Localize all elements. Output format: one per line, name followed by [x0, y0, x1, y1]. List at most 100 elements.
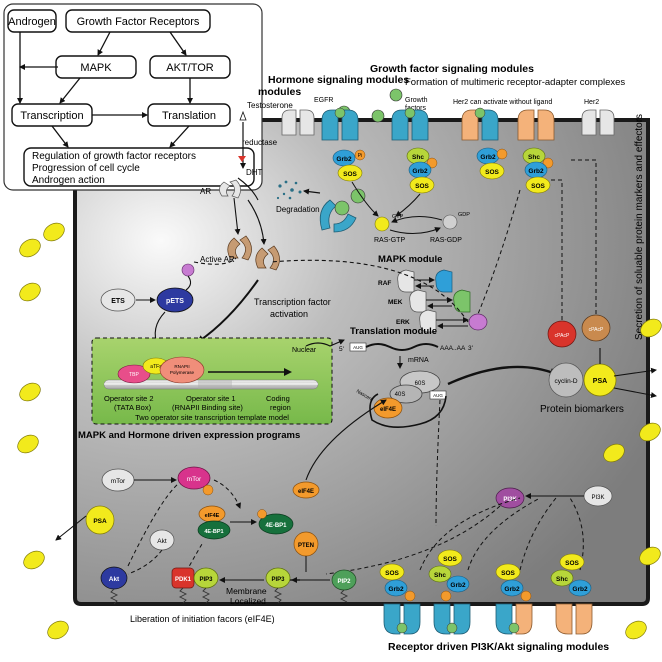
coding-label: Coding — [266, 394, 290, 403]
protein-biomarkers-label: Protein biomarkers — [540, 404, 624, 415]
ar-arrows — [233, 177, 267, 245]
aug-label: AUG — [353, 345, 363, 350]
shc-label: Shc — [412, 154, 424, 161]
cyclin-d-label: cyclin-D — [554, 378, 577, 385]
atfs-label: aTFs — [150, 364, 162, 370]
adaptor-complex-1: Grb2 Pi SOS — [332, 149, 366, 182]
mtor-label-2: mTor — [187, 476, 202, 483]
shc-bottom-2: Shc — [434, 572, 446, 579]
egfr-receptor-inactive — [281, 109, 315, 136]
eif4e-free: eIF4E — [292, 481, 320, 499]
sos-bottom-1: SOS — [385, 570, 399, 577]
mapk-module-label: MAPK module — [378, 254, 442, 265]
inset-outcome-1: Regulation of growth factor receptors — [32, 151, 196, 162]
egfr-receptor-active-1 — [321, 107, 359, 141]
bp1-bound-label: 4E-BP1 — [204, 529, 223, 535]
bottom-receptor-1 — [383, 603, 421, 635]
pets-label: pETS — [166, 298, 184, 305]
growth-factors-label: Growth — [405, 97, 428, 104]
inset-androgen: Androgen — [8, 16, 56, 28]
ribosome-40s-label: 40S — [395, 392, 406, 398]
bottom-receptor-3 — [495, 603, 533, 635]
active-ar-1: Active AR — [200, 235, 252, 264]
grb2-bottom-1: Grb2 — [388, 586, 404, 593]
grb2-bottom-3: Grb2 — [504, 586, 520, 593]
sos-label-4: SOS — [531, 183, 545, 190]
ets: ETS — [100, 288, 136, 312]
ets-label: ETS — [111, 298, 125, 305]
bp1-free-label: 4E-BP1 — [265, 523, 287, 529]
androgen-receptor: AR — [200, 179, 241, 199]
pten: PTEN — [293, 531, 319, 557]
egfr-receptor-active-2 — [391, 107, 429, 141]
psa-label-2: PSA — [93, 518, 107, 525]
dht: DHT — [238, 156, 263, 177]
grb2-label-2: Grb2 — [412, 168, 428, 175]
mek-label: MEK — [388, 299, 403, 306]
inset-translation: Translation — [162, 110, 216, 122]
bottom-adaptor-1: SOS Grb2 — [379, 563, 416, 602]
pip3-label-2: PIP3 — [271, 577, 285, 583]
mek: MEK — [388, 289, 427, 313]
her2-receptor-inactive — [581, 109, 615, 136]
bp1-free: 4E-BP1 — [257, 509, 294, 535]
ras-gdp-label: RAS-GDP — [430, 237, 462, 244]
inset-arrows — [17, 31, 193, 148]
ras-gdp: GDP RAS-GDP — [430, 212, 470, 244]
adaptor-complex-2: Shc Grb2 SOS — [406, 147, 438, 194]
adaptor-complex-4: Shc Grb2 SOS — [522, 147, 554, 194]
pi3k-label: PI3K — [503, 497, 517, 503]
erk-to-ets-link — [269, 259, 469, 323]
hormone-modules-title-2: modules — [258, 86, 301, 98]
pi-label: Pi — [358, 153, 362, 159]
polya-label: AAA..AA — [440, 345, 466, 352]
eif4e-bound-label: eIF4E — [205, 513, 220, 519]
coding-sub-label: region — [270, 403, 291, 412]
active-ar-label: Active AR — [200, 255, 235, 264]
secretion-label: Secretion of soluable protein markers an… — [634, 114, 645, 340]
mrna-loop — [369, 393, 447, 428]
gf-modules-title: Growth factor signaling modules — [370, 63, 534, 75]
erk: ERK — [396, 309, 437, 333]
eif4e-bp1-complex: eIF4E 4E-BP1 — [197, 505, 231, 540]
cpacp-1: cPAcP — [547, 320, 577, 348]
akt-label-2: Akt — [157, 538, 167, 545]
cpacp-2: cPAcP — [581, 314, 611, 342]
ras-gtp-label: RAS-GTP — [374, 237, 405, 244]
hormone-modules-title: Hormone signaling modules — [268, 74, 409, 86]
tf-activation-arrow — [196, 279, 259, 344]
eif4e-label: eIF4E — [380, 407, 396, 413]
dht-label: DHT — [246, 168, 263, 177]
pi3k-module-title: Receptor driven PI3K/Akt signaling modul… — [388, 641, 609, 653]
bottom-adaptor-3: SOS Grb2 — [495, 563, 532, 602]
five-prime-label: 5' — [339, 346, 344, 353]
marker-regulation-lines — [477, 159, 597, 320]
psa-marker: PSA — [583, 363, 617, 397]
rnap-label: RNAPII — [174, 364, 189, 369]
akt: Akt — [100, 566, 128, 590]
her2-ligand-label: Her2 can activate without ligand — [453, 99, 552, 106]
nuclear-label: Nuclear — [292, 347, 317, 354]
erk-label: ERK — [396, 319, 410, 326]
bottom-receptor-4 — [555, 603, 593, 635]
pi3k-inactive: PI3K — [583, 485, 613, 507]
sos-bottom-4: SOS — [565, 560, 579, 567]
pip2-label: PIP2 — [337, 579, 351, 585]
ar-label: AR — [200, 187, 211, 196]
grb2-label: Grb2 — [336, 156, 352, 163]
bottom-receptor-2 — [433, 603, 471, 635]
bottom-adaptor-2: SOS Shc Grb2 — [428, 549, 470, 602]
op2-sub-label: (TATA Box) — [114, 403, 152, 412]
bottom-adaptor-4: SOS Shc Grb2 — [550, 553, 592, 597]
inset-akt-tor: AKT/TOR — [166, 62, 214, 74]
mek-active — [453, 289, 471, 313]
template-model-label: Two operator site transcription template… — [135, 413, 289, 422]
op2-label: Operator site 2 — [104, 394, 154, 403]
sos-label: SOS — [343, 171, 357, 178]
translation-module-label: Translation module — [350, 326, 437, 337]
tf-activation-label-2: activation — [270, 309, 308, 319]
mrna-strand — [365, 343, 439, 351]
mtor-to-bp1-link — [213, 479, 241, 509]
expression-programs-label: MAPK and Hormone driven expression progr… — [78, 430, 300, 441]
